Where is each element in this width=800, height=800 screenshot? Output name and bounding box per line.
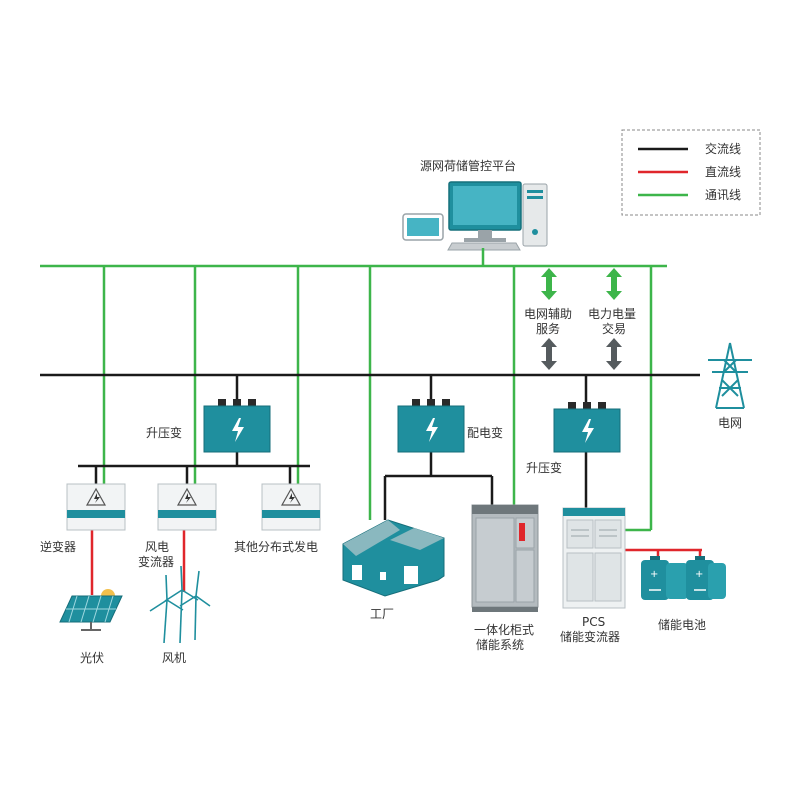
power-trade-label-line1: 电力电量	[588, 307, 636, 321]
other-dg-inverter	[261, 483, 321, 531]
grid-aux-label-line1: 电网辅助	[524, 307, 572, 321]
legend-dc-label: 直流线	[705, 165, 741, 179]
step-up-transformer-left	[203, 399, 271, 453]
step-up-right-label: 升压变	[526, 460, 562, 475]
pv-inverter	[66, 483, 126, 531]
legend-comm-label: 通讯线	[705, 188, 741, 202]
lightning-icon	[426, 418, 438, 442]
lightning-icon	[232, 418, 244, 442]
cabinet-storage-icon	[471, 504, 539, 612]
pcs-label-line1: PCS	[582, 615, 605, 629]
battery-label: 储能电池	[658, 617, 706, 632]
power-trade-label-line2: 交易	[602, 321, 626, 336]
distribution-transformer	[397, 399, 465, 453]
wind-turbine-icon	[149, 565, 211, 644]
wind-converter	[157, 483, 217, 531]
pcs-cabinet-icon	[562, 507, 626, 609]
double-arrow-icon	[606, 268, 622, 300]
pv-label: 光伏	[80, 651, 104, 665]
solar-panel-icon	[59, 589, 123, 631]
grid-aux-label-line2: 服务	[536, 321, 560, 336]
cabinet-label-line2: 储能系统	[476, 637, 524, 652]
wind-converter-label-line2: 变流器	[138, 554, 174, 569]
legend-ac-label: 交流线	[705, 141, 741, 156]
inverter-label: 逆变器	[40, 539, 76, 554]
computer-tower-icon	[522, 183, 548, 247]
double-arrow-icon	[606, 338, 622, 370]
lightning-icon	[582, 419, 594, 443]
factory-label: 工厂	[370, 607, 394, 621]
battery-icon: +	[686, 556, 726, 600]
cabinet-label-line1: 一体化柜式	[474, 623, 534, 637]
svg-text:+: +	[650, 569, 658, 580]
communication-lines	[40, 248, 667, 532]
dc-lines	[90, 530, 702, 595]
keyboard-icon	[447, 242, 521, 251]
tablet-icon	[402, 213, 444, 241]
step-up-transformer-right	[553, 402, 621, 453]
battery-icon: +	[641, 556, 688, 600]
pcs-label-line2: 储能变流器	[560, 629, 620, 644]
wind-converter-label-line1: 风电	[145, 540, 169, 554]
grid-label: 电网	[718, 416, 742, 430]
step-up-left-label: 升压变	[146, 425, 182, 440]
distribution-tx-label: 配电变	[467, 425, 503, 440]
legend: 交流线 直流线 通讯线	[621, 129, 761, 216]
svg-text:+: +	[695, 569, 703, 580]
platform-label: 源网荷储管控平台	[420, 158, 516, 173]
power-tower-icon	[708, 342, 752, 409]
double-arrow-icon	[541, 268, 557, 300]
ac-lines	[40, 373, 700, 520]
wind-turbine-label: 风机	[162, 651, 186, 665]
double-arrow-icon	[541, 338, 557, 370]
monitor-icon	[448, 181, 522, 242]
other-dg-label: 其他分布式发电	[234, 539, 318, 554]
factory-icon	[342, 519, 445, 597]
